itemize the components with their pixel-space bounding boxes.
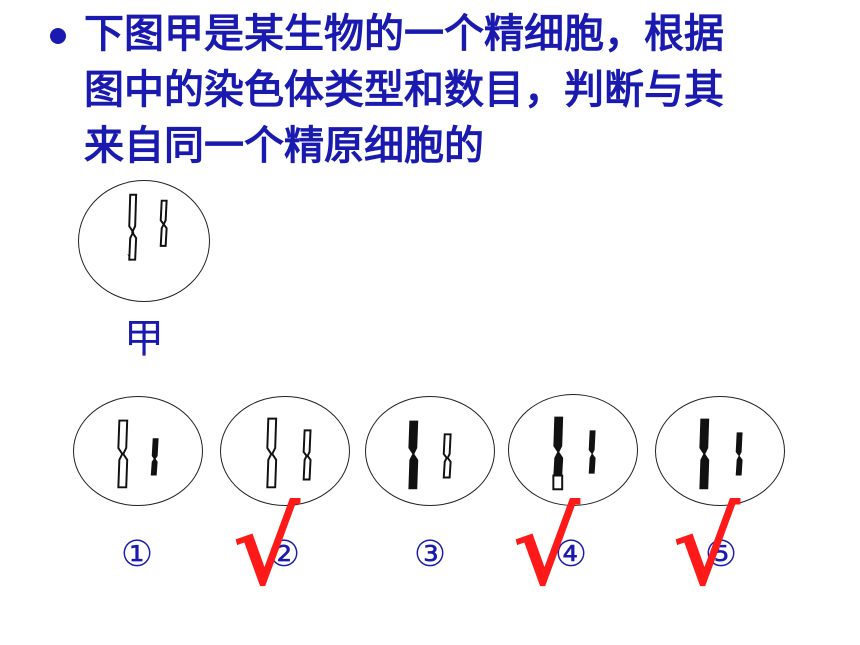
reference-cell-label: 甲 xyxy=(124,316,164,362)
bullet-icon xyxy=(50,28,66,44)
check-mark-icon: √ xyxy=(232,486,301,609)
chromosome-diagram xyxy=(127,193,168,262)
check-mark-icon: √ xyxy=(672,486,741,609)
chromosome-diagram xyxy=(699,418,743,490)
option-cell-2 xyxy=(220,396,350,506)
option-label-4: ④ xyxy=(554,534,588,575)
option-label-5: ⑤ xyxy=(704,534,738,575)
chromosome-diagram xyxy=(408,420,452,490)
chromosome-diagram xyxy=(117,419,159,489)
option-label-3: ③ xyxy=(413,534,447,575)
chromosome-diagram xyxy=(266,417,312,489)
option-label-1: ① xyxy=(120,534,154,575)
reference-cell-jia xyxy=(78,180,210,302)
option-cell-5 xyxy=(655,396,785,506)
option-cell-1 xyxy=(73,396,203,506)
question-block: 下图甲是某生物的一个精细胞，根据 图中的染色体类型和数目，判断与其 来自同一个精… xyxy=(50,6,810,174)
question-text: 下图甲是某生物的一个精细胞，根据 图中的染色体类型和数目，判断与其 来自同一个精… xyxy=(84,11,724,169)
chromosome-diagram xyxy=(552,416,596,491)
option-label-2: ② xyxy=(267,534,301,575)
option-cell-3 xyxy=(365,396,495,506)
option-cell-4 xyxy=(508,394,638,506)
check-mark-icon: √ xyxy=(512,486,581,609)
